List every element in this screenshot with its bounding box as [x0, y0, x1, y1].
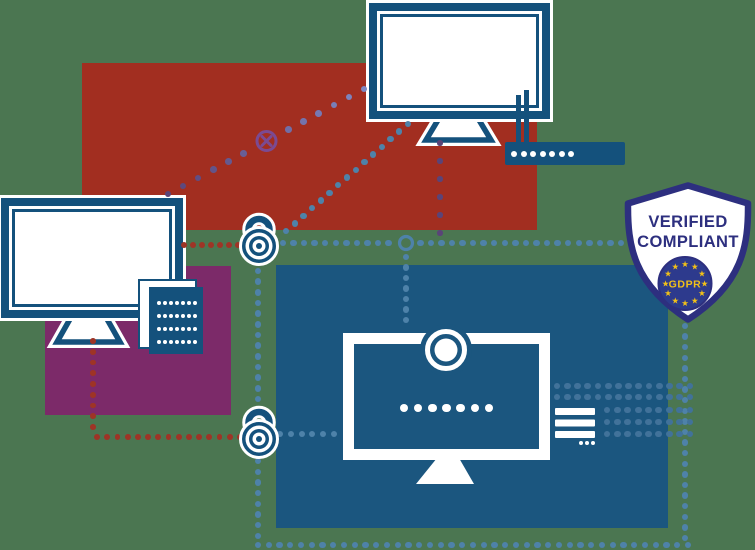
- eu-star-icon: ★: [662, 279, 670, 289]
- eu-star-icon: ★: [698, 289, 706, 299]
- eu-stars-ring: ★★★★★★★★★★★★: [662, 260, 709, 309]
- eu-flag-circle: [657, 256, 713, 311]
- eu-star-icon: ★: [698, 270, 706, 280]
- webcam-ring: [425, 329, 467, 371]
- badge-title-line2: COMPLIANT: [637, 233, 739, 251]
- shield-badge: VERIFIED COMPLIANT ★★★★★★★★★★★★ GDPR: [624, 182, 752, 323]
- blocked-circle: [255, 130, 278, 152]
- eu-star-icon: ★: [671, 296, 679, 306]
- padlock-keyhole: [256, 436, 262, 442]
- blocked-x-stroke: [260, 135, 273, 147]
- eu-star-icon: ★: [681, 299, 689, 309]
- eu-star-icon: ★: [664, 289, 672, 299]
- router-antenna-icon: [516, 95, 521, 143]
- text-bar: [555, 408, 595, 415]
- router-icon: [505, 142, 625, 165]
- eu-star-icon: ★: [664, 270, 672, 280]
- eu-star-icon: ★: [701, 279, 709, 289]
- padlock-icon: [239, 405, 279, 459]
- video-call-monitor-icon: [343, 333, 550, 460]
- blocked-icon: [255, 130, 278, 152]
- desktop-monitor-icon: [369, 3, 550, 119]
- router-antenna-icon: [524, 90, 529, 143]
- webcam-lens: [434, 338, 458, 362]
- eu-star-icon: ★: [691, 263, 699, 273]
- center-monitor-stand-icon: [416, 458, 474, 484]
- redacted-text-lines: [555, 408, 595, 438]
- eu-star-icon: ★: [671, 263, 679, 273]
- text-bar: [555, 419, 595, 427]
- gdpr-label: GDPR: [669, 279, 702, 291]
- network-node-icon: [397, 234, 415, 252]
- padlock-icon: [239, 212, 279, 266]
- webcam-icon: [420, 324, 472, 376]
- eu-star-icon: ★: [691, 296, 699, 306]
- badge-title-line1: VERIFIED: [648, 213, 727, 231]
- padlock-keyhole: [256, 243, 262, 249]
- eu-star-icon: ★: [681, 260, 689, 270]
- text-bar: [555, 431, 595, 438]
